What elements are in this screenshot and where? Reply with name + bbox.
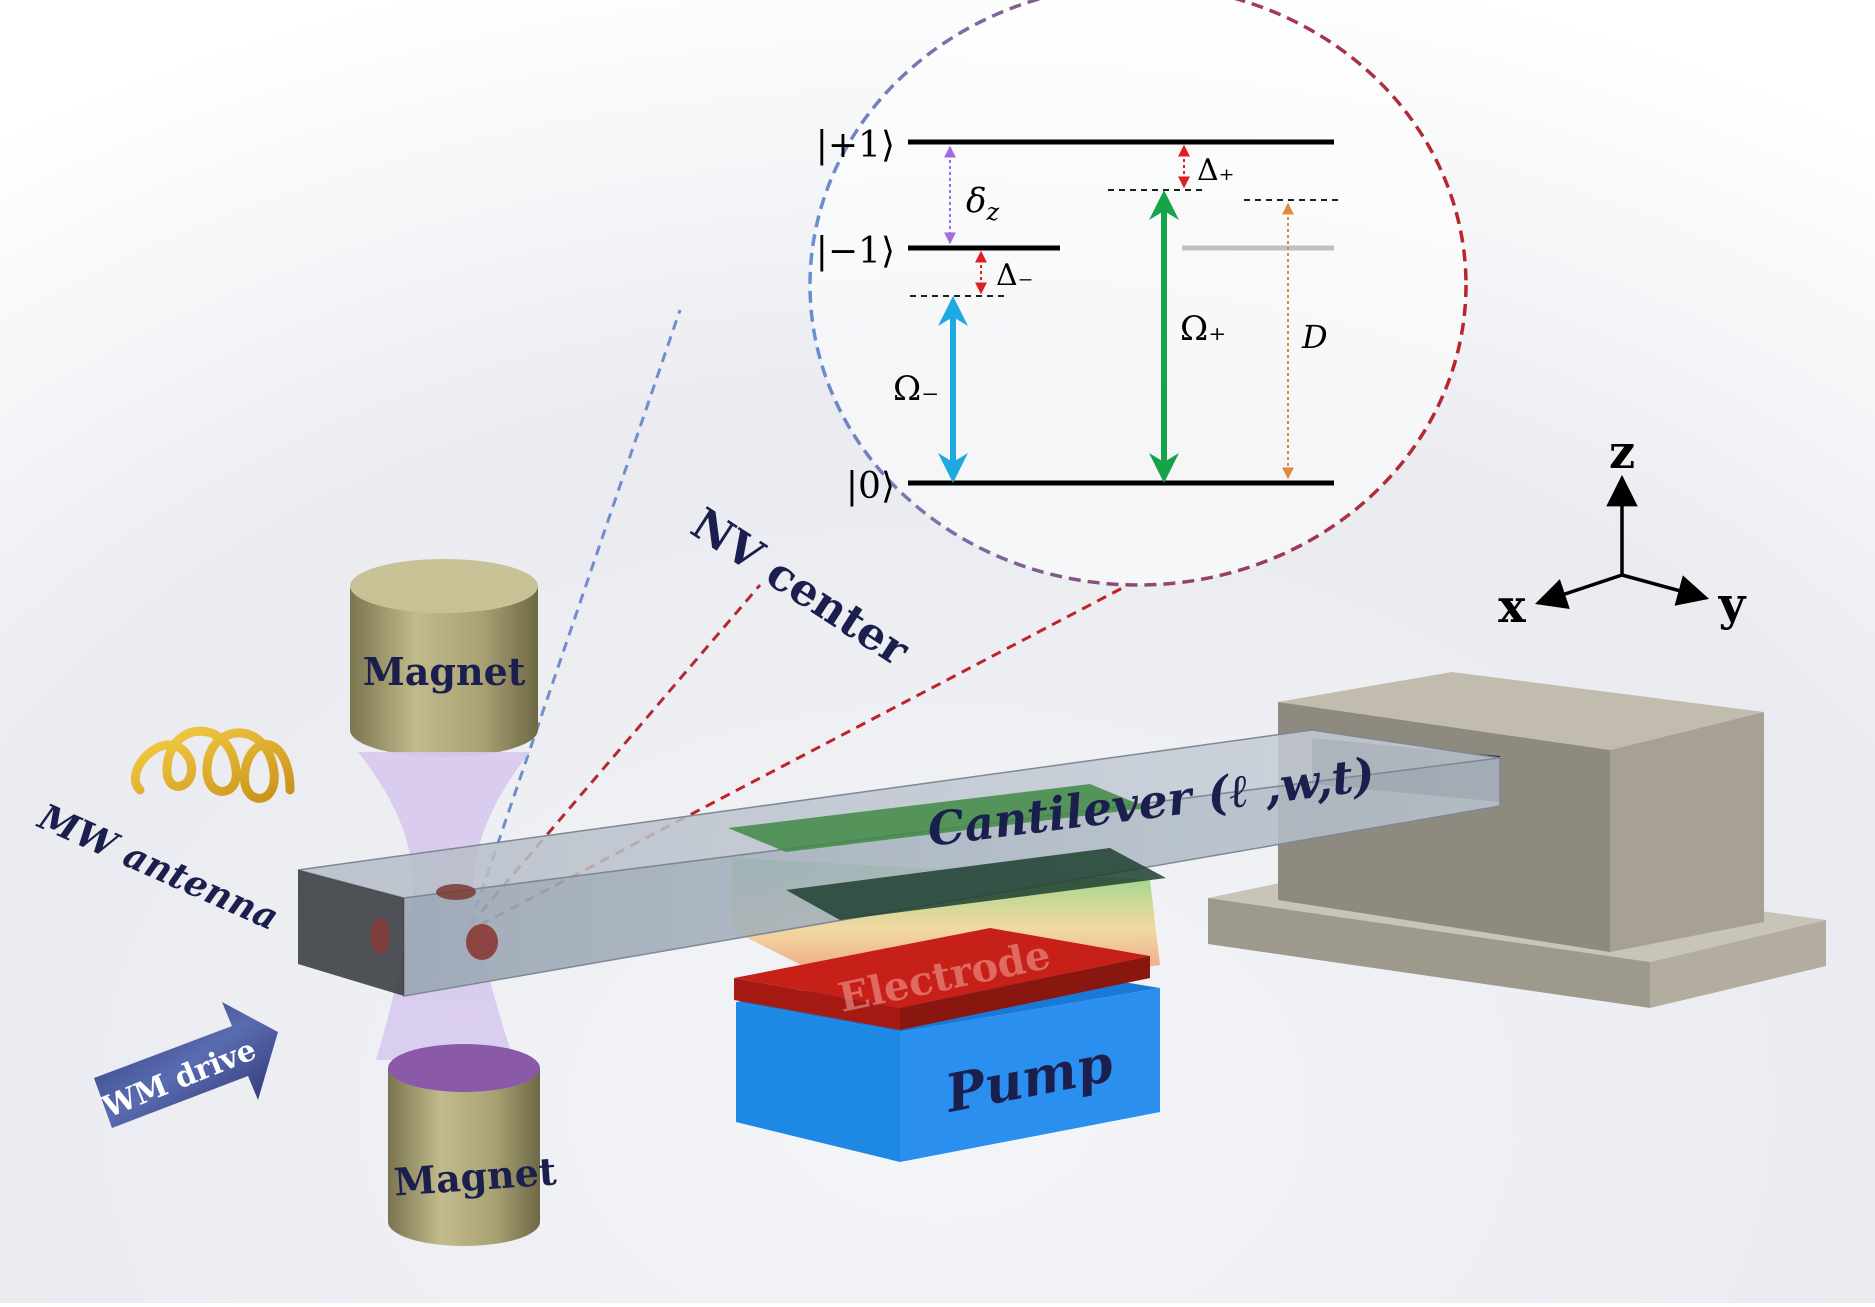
label-delta-minus: Δ₋ — [996, 258, 1034, 293]
energy-level-diagram: |+1⟩ |−1⟩ |0⟩ δz Δ₋ Δ₊ Ω₋ Ω₊ D — [816, 125, 1338, 507]
magnet-top-body — [350, 586, 538, 757]
actuator-stack: Pump Electrode — [732, 858, 1160, 1162]
label-omega-minus: Ω₋ — [893, 369, 939, 409]
magnet-bottom-body — [388, 1068, 540, 1246]
electrode-front — [734, 978, 900, 1030]
label-omega-plus: Ω₊ — [1180, 309, 1226, 349]
label-minus1: |−1⟩ — [816, 231, 895, 272]
magnet-top: Magnet — [350, 559, 538, 757]
mount-block-top — [1278, 672, 1764, 750]
nv-dot-front — [466, 924, 498, 960]
mount-block-side — [1610, 712, 1764, 952]
y-axis-label: y — [1718, 577, 1747, 631]
cantilever-pad-upper — [728, 784, 1148, 852]
pump-side — [900, 988, 1160, 1162]
cantilever: Cantilever (ℓ ,w,t) — [297, 729, 1501, 997]
pump-front — [736, 1002, 900, 1162]
label-delta-plus: Δ₊ — [1197, 153, 1235, 188]
label-plus1: |+1⟩ — [816, 125, 895, 166]
cantilever-end — [298, 870, 404, 996]
y-axis — [1621, 573, 1710, 606]
nv-dot-top — [436, 884, 476, 900]
electrode-top — [734, 928, 1150, 1008]
magnet-bottom: Magnet — [388, 1044, 558, 1246]
z-axis-label: z — [1609, 425, 1635, 479]
antenna-coil-icon — [130, 726, 295, 803]
label-delta-z: δz — [966, 181, 999, 226]
nv-dot-end — [370, 918, 390, 954]
label-d: D — [1301, 318, 1328, 356]
mount-base-side — [1650, 920, 1826, 1008]
electrode-side — [900, 956, 1150, 1030]
magnet-top-label: Magnet — [363, 649, 526, 694]
x-axis — [1535, 573, 1623, 609]
wm-drive-arrow-icon — [94, 1002, 278, 1128]
mount-base-front — [1208, 898, 1650, 1008]
zoom-ellipse — [808, 0, 1468, 587]
zoom-connector-left-blue — [468, 309, 682, 926]
zoom-callout — [468, 0, 1468, 927]
magnet-top-cap — [350, 559, 538, 613]
x-axis-label: x — [1498, 579, 1526, 633]
label-zero: |0⟩ — [846, 466, 895, 507]
magnet-bottom-cap — [388, 1044, 540, 1092]
cantilever-pad-lower — [786, 848, 1166, 920]
coordinate-axes: z x y — [1498, 425, 1746, 633]
